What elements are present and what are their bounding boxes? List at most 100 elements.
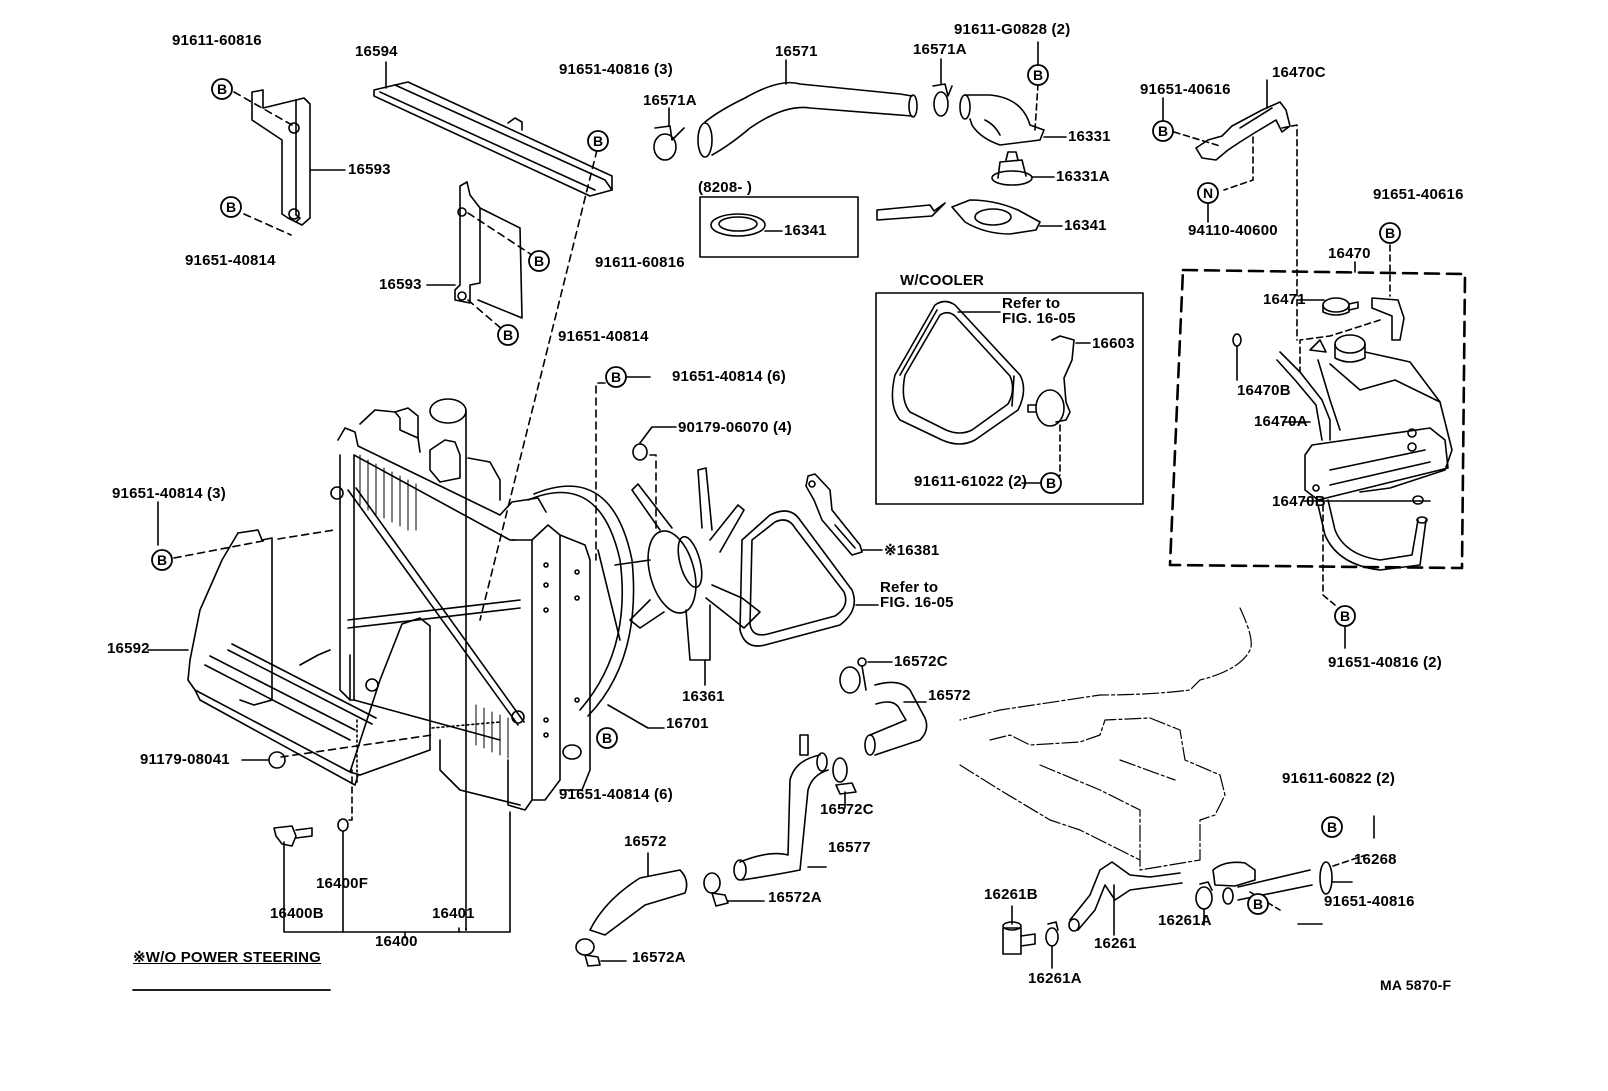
label-16701: 16701	[666, 715, 709, 732]
cooler-belt	[891, 300, 1025, 445]
label-91651-40814-mid: 91651-40814	[558, 328, 649, 345]
cap-16471	[1322, 297, 1359, 316]
label-16341: 16341	[1064, 217, 1107, 234]
pipe-16268	[1212, 861, 1333, 905]
label-16470C: 16470C	[1272, 64, 1326, 81]
label-16572C-top: 16572C	[894, 653, 948, 670]
label-16470A: 16470A	[1254, 413, 1308, 430]
svg-text:N: N	[1203, 185, 1213, 201]
callout-91651-40816-bolt-icon: B	[1247, 893, 1269, 915]
label-91611-G0828: 91611-G0828 (2)	[954, 21, 1071, 38]
label-16261: 16261	[1094, 935, 1137, 952]
callout-91611-60822-bolt-icon: B	[1321, 816, 1343, 838]
clamp-16261A-right	[1195, 881, 1213, 910]
svg-text:B: B	[593, 133, 603, 149]
svg-text:B: B	[1158, 123, 1168, 139]
callout-91651-40816-2-bolt-icon: B	[1334, 605, 1356, 627]
label-16470B-top: 16470B	[1237, 382, 1291, 399]
label-16470B-bottom: 16470B	[1272, 493, 1326, 510]
callout-91651-40814-6-top-bolt-icon: B	[605, 366, 627, 388]
label-16571: 16571	[775, 43, 818, 60]
label-91651-40814-6-top: 91651-40814 (6)	[672, 368, 786, 385]
label-16261B: 16261B	[984, 886, 1038, 903]
label-16593-top: 16593	[348, 161, 391, 178]
callout-94110-40600-nut-icon: N	[1197, 182, 1219, 204]
callout-91651-40616-b-bolt-icon: B	[1379, 222, 1401, 244]
label-91611-60816-mid: 91611-60816	[595, 254, 685, 271]
svg-text:B: B	[602, 730, 612, 746]
label-16572C-bottom: 16572C	[820, 801, 874, 818]
o-ring-16400F	[337, 818, 349, 832]
label-16400F: 16400F	[316, 875, 369, 892]
label-91651-40814-6-bottom: 91651-40814 (6)	[559, 786, 673, 803]
water-outlet-16331	[959, 94, 1045, 146]
cooler-box	[875, 292, 1144, 505]
bracket-16470C	[1195, 101, 1291, 161]
hose-16261	[1068, 861, 1183, 932]
label-91611-61022: 91611-61022 (2)	[914, 473, 1028, 490]
label-91611-60816-top: 91611-60816	[172, 32, 262, 49]
label-94110-40600: 94110-40600	[1188, 222, 1278, 239]
nut-91179-08041	[268, 751, 286, 769]
engine-block-outline	[959, 607, 1252, 871]
label-91651-40814-top: 91651-40814	[185, 252, 276, 269]
label-16400: 16400	[375, 933, 418, 950]
label-90179-06070: 90179-06070 (4)	[678, 419, 792, 436]
label-16592: 16592	[107, 640, 150, 657]
label-91651-40616-b: 91651-40616	[1373, 186, 1464, 203]
hose-16470A	[1276, 351, 1428, 571]
label-refer-cooler-line2: FIG. 16-05	[1002, 310, 1076, 327]
union-16261B	[1002, 921, 1036, 955]
v-belt	[739, 510, 856, 647]
callout-91651-40814-6-bottom-bolt-icon: B	[596, 727, 618, 749]
svg-text:B: B	[611, 369, 621, 385]
svg-text:B: B	[534, 253, 544, 269]
label-16471: 16471	[1263, 291, 1306, 308]
clamp-16261A-bottom	[1045, 921, 1059, 947]
svg-text:B: B	[1046, 475, 1056, 491]
label-16577: 16577	[828, 839, 871, 856]
figure-code: MA 5870-F	[1380, 977, 1452, 993]
label-16401: 16401	[432, 905, 475, 922]
callout-91651-40814-mid-bolt-icon: B	[497, 324, 519, 346]
hose-16572-left	[589, 869, 688, 936]
radiator-16400	[330, 398, 591, 931]
svg-text:B: B	[217, 81, 227, 97]
callout-91611-61022-bolt-icon: B	[1040, 472, 1062, 494]
plate-16594	[373, 81, 613, 197]
label-16361: 16361	[682, 688, 725, 705]
gasket-16341-box	[710, 213, 766, 237]
label-91651-40814-3: 91651-40814 (3)	[112, 485, 226, 502]
label-16341-box: 16341	[784, 222, 827, 239]
label-16470: 16470	[1328, 245, 1371, 262]
label-16381: ※16381	[884, 542, 940, 559]
thermostat-box	[699, 196, 859, 258]
svg-text:B: B	[226, 199, 236, 215]
label-16268: 16268	[1354, 851, 1397, 868]
clamp-16571A-right	[932, 83, 953, 117]
svg-text:B: B	[157, 552, 167, 568]
callout-91611-G0828-bolt-icon: B	[1027, 64, 1049, 86]
overflow-hose	[1371, 297, 1405, 341]
label-91651-40816-2: 91651-40816 (2)	[1328, 654, 1442, 671]
clip-16470B-lower	[1412, 495, 1424, 505]
label-16593-mid: 16593	[379, 276, 422, 293]
label-refer-belt-line2: FIG. 16-05	[880, 594, 954, 611]
upper-hose-16571	[697, 81, 918, 158]
footnote-without-power-steering: ※W/O POWER STEERING	[133, 949, 322, 966]
clip-16470B-upper	[1232, 333, 1242, 347]
svg-text:B: B	[1253, 896, 1263, 912]
svg-text:B: B	[503, 327, 513, 343]
label-16594: 16594	[355, 43, 398, 60]
label-16400B: 16400B	[270, 905, 324, 922]
label-91611-60822: 91611-60822 (2)	[1282, 770, 1396, 787]
callout-91651-40616-a-bolt-icon: B	[1152, 120, 1174, 142]
svg-text:B: B	[1327, 819, 1337, 835]
label-91651-40816: 91651-40816	[1324, 893, 1415, 910]
label-16603: 16603	[1092, 335, 1135, 352]
nut-90179-06070	[632, 443, 648, 461]
fan-16361	[614, 467, 761, 661]
label-refer-cooler-line1: Refer to	[1002, 295, 1061, 312]
label-16261A-right: 16261A	[1158, 912, 1212, 929]
